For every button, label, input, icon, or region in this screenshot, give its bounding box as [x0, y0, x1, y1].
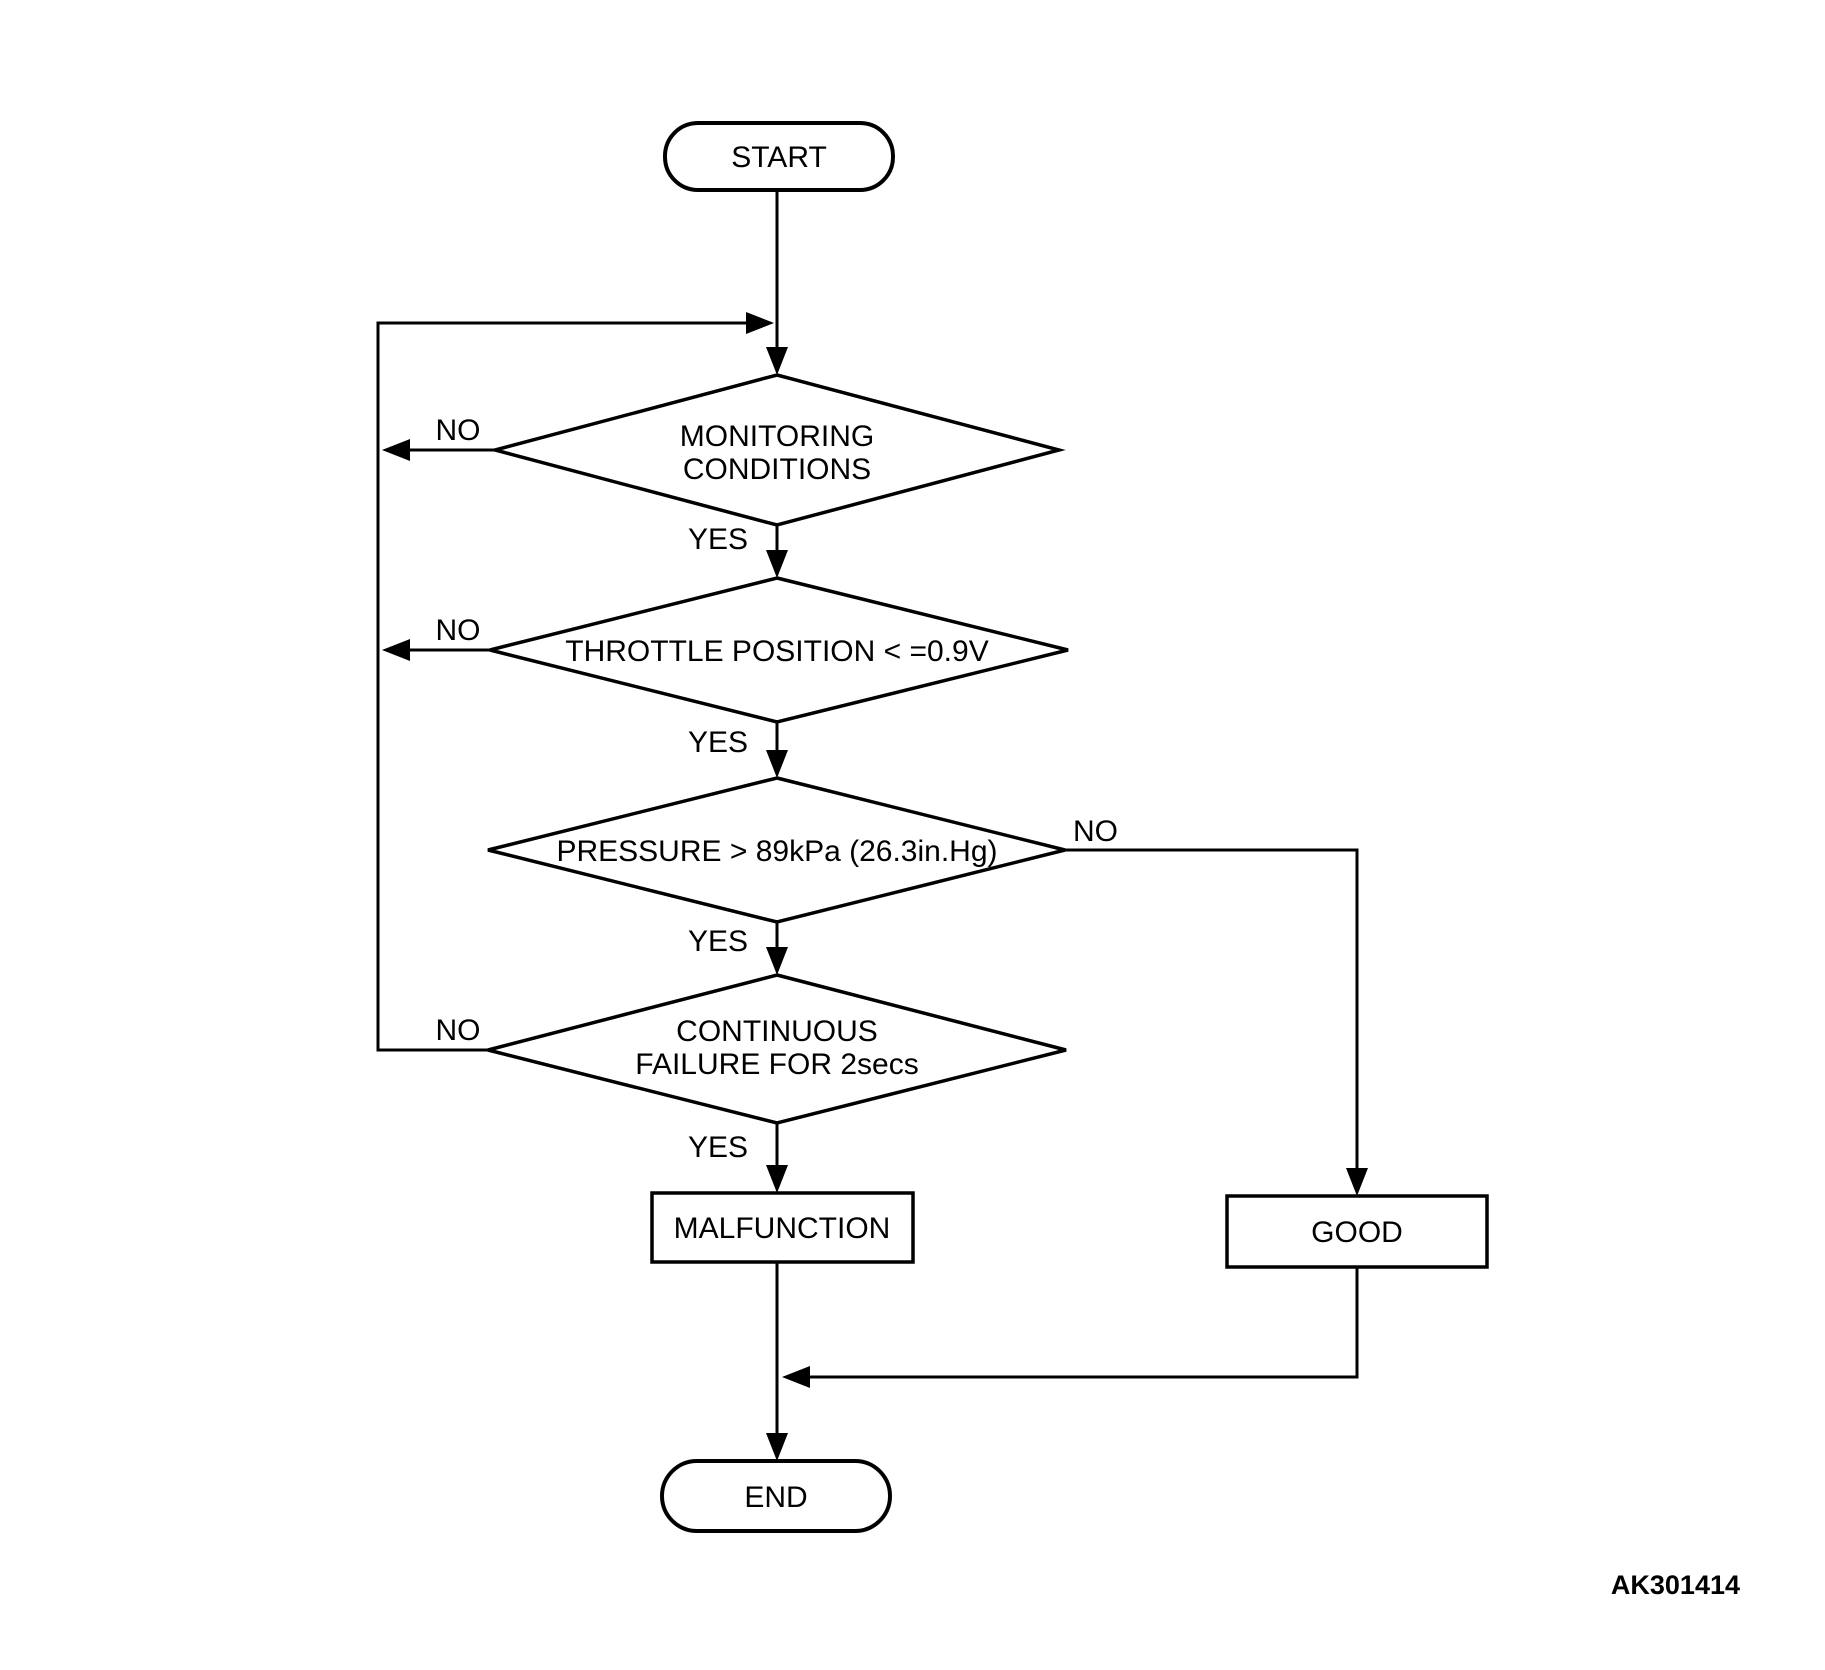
arrowhead-into-pressure: [766, 750, 788, 778]
node-throttle-position: THROTTLE POSITION < =0.9V: [489, 576, 1069, 724]
malfunction-label: MALFUNCTION: [674, 1212, 891, 1245]
monitoring-label-line2: CONDITIONS: [683, 453, 871, 486]
arrowhead-into-continuous: [766, 947, 788, 975]
monitoring-label-line1: MONITORING: [680, 420, 874, 453]
node-pressure: PRESSURE > 89kPa (26.3in.Hg): [487, 776, 1066, 924]
start-label: START: [731, 141, 827, 174]
branch-label-monitoring-no: NO: [436, 414, 481, 447]
end-shape: [660, 1459, 892, 1533]
arrowhead-into-end: [766, 1433, 788, 1461]
arrowhead-loop-junction: [746, 312, 774, 334]
throttle-diamond: [489, 576, 1069, 724]
edge-loop-return: [376, 321, 746, 1052]
pressure-diamond: [487, 776, 1066, 924]
good-label: GOOD: [1311, 1216, 1403, 1249]
figure-code: AK301414: [1611, 1570, 1740, 1600]
branch-label-monitoring-yes: YES: [688, 523, 748, 556]
good-box: [1225, 1194, 1489, 1269]
continuous-label-line1: CONTINUOUS: [676, 1015, 878, 1048]
node-end: END: [660, 1459, 892, 1533]
arrowhead-monitoring-no: [382, 439, 410, 461]
end-label: END: [744, 1481, 807, 1514]
arrowhead-throttle-no: [382, 639, 410, 661]
arrowhead-into-monitoring: [766, 347, 788, 375]
branch-label-pressure-no: NO: [1073, 815, 1118, 848]
branch-label-throttle-no: NO: [436, 614, 481, 647]
branch-label-continuous-yes: YES: [688, 1131, 748, 1164]
arrowhead-into-throttle: [766, 550, 788, 578]
throttle-label: THROTTLE POSITION < =0.9V: [565, 635, 988, 668]
pressure-label: PRESSURE > 89kPa (26.3in.Hg): [556, 835, 997, 868]
node-good: GOOD: [1225, 1194, 1489, 1269]
branch-label-pressure-yes: YES: [688, 925, 748, 958]
arrowhead-merge: [782, 1366, 810, 1388]
node-start: START: [663, 121, 895, 192]
arrowhead-into-good: [1346, 1168, 1368, 1196]
continuous-label-line2: FAILURE FOR 2secs: [635, 1048, 918, 1081]
arrowhead-into-malfunction: [766, 1165, 788, 1193]
start-shape: [663, 121, 895, 192]
continuous-diamond: [487, 973, 1067, 1125]
monitoring-diamond: [488, 373, 1066, 527]
branch-label-continuous-no: NO: [436, 1014, 481, 1047]
malfunction-box: [650, 1191, 915, 1264]
node-malfunction: MALFUNCTION: [650, 1191, 915, 1264]
node-monitoring-conditions: MONITORING CONDITIONS: [488, 373, 1066, 527]
edge-good-to-merge: [806, 1267, 1359, 1379]
branch-label-throttle-yes: YES: [688, 726, 748, 759]
node-continuous-failure: CONTINUOUS FAILURE FOR 2secs: [487, 973, 1067, 1125]
edge-pressure-no-to-good: [1065, 848, 1359, 1172]
